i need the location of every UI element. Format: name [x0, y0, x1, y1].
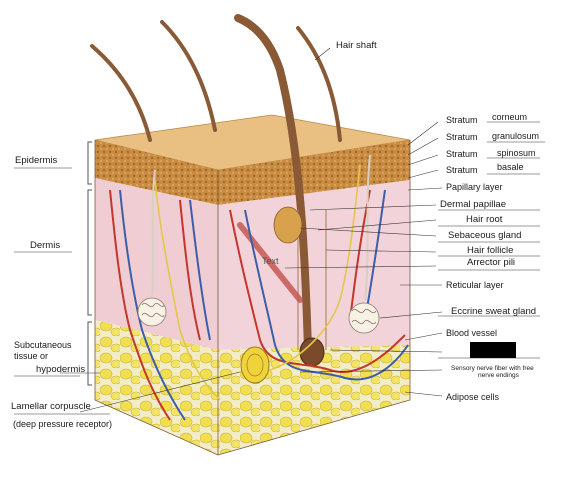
hair-shaft-1: [90, 44, 152, 142]
vein-1: [119, 189, 186, 421]
label-basale: basale: [497, 162, 524, 172]
label-adipose-cells: Adipose cells: [446, 392, 500, 402]
epidermis-right: [218, 140, 410, 205]
vein-3: [244, 209, 409, 381]
label-subcutaneous-1: Subcutaneous: [14, 340, 72, 350]
label-stratum-3: Stratum: [446, 149, 478, 159]
artery-2: [179, 199, 201, 341]
label-dermis: Dermis: [30, 240, 61, 251]
label-sensory-nerve-2: nerve endings: [478, 372, 519, 379]
label-lamellar-corpuscle: Lamellar corpuscle: [11, 401, 91, 412]
hair-shaft-2: [160, 20, 217, 132]
label-hair-root: Hair root: [466, 214, 503, 225]
nerve-1: [154, 179, 221, 401]
label-stratum-4: Stratum: [446, 165, 478, 175]
hypodermis-front: [95, 320, 218, 455]
label-blood-vessel: Blood vessel: [446, 328, 498, 338]
label-dermal-papillae: Dermal papillae: [440, 199, 507, 210]
label-granulosum: granulosum: [492, 131, 540, 141]
lamellar-corpuscle: [240, 346, 270, 384]
left-brackets: [87, 141, 92, 386]
label-epidermis: Epidermis: [15, 155, 58, 166]
redaction-box: [470, 342, 516, 358]
label-eccrine-sweat-gland: Eccrine sweat gland: [451, 306, 537, 317]
label-subcutaneous-2: tissue or: [14, 351, 49, 361]
sebaceous-gland: [273, 206, 303, 244]
label-spinosum: spinosum: [497, 148, 536, 158]
text-overlay: Text: [262, 256, 279, 266]
hair-shaft-3: [296, 26, 342, 142]
nerve-2: [269, 164, 361, 371]
label-arrector-pili: Arrector pili: [467, 257, 516, 268]
hair-shaft-main: [234, 14, 312, 354]
label-stratum-1: Stratum: [446, 115, 478, 125]
label-deep-pressure: (deep pressure receptor): [13, 419, 113, 429]
label-papillary-layer: Papillary layer: [446, 182, 503, 192]
label-stratum-2: Stratum: [446, 132, 478, 142]
artery-1: [109, 189, 171, 421]
sweat-gland-right: [348, 154, 380, 334]
dermis-right: [218, 180, 410, 350]
label-underlines: [14, 121, 545, 415]
leader-lines: [60, 47, 443, 413]
label-hair-follicle: Hair follicle: [467, 245, 514, 256]
label-hair-shaft: Hair shaft: [336, 40, 377, 51]
sweat-gland-left: [137, 169, 167, 327]
vein-2: [189, 199, 211, 341]
label-hypodermis: hypodermis: [36, 364, 86, 375]
label-sebaceous-gland: Sebaceous gland: [448, 230, 522, 241]
epidermis-front: [95, 140, 218, 205]
label-corneum: corneum: [492, 112, 528, 122]
label-reticular-layer: Reticular layer: [446, 280, 504, 290]
artery-3: [229, 209, 406, 373]
label-sensory-nerve-1: Sensory nerve fiber with free: [451, 365, 534, 372]
